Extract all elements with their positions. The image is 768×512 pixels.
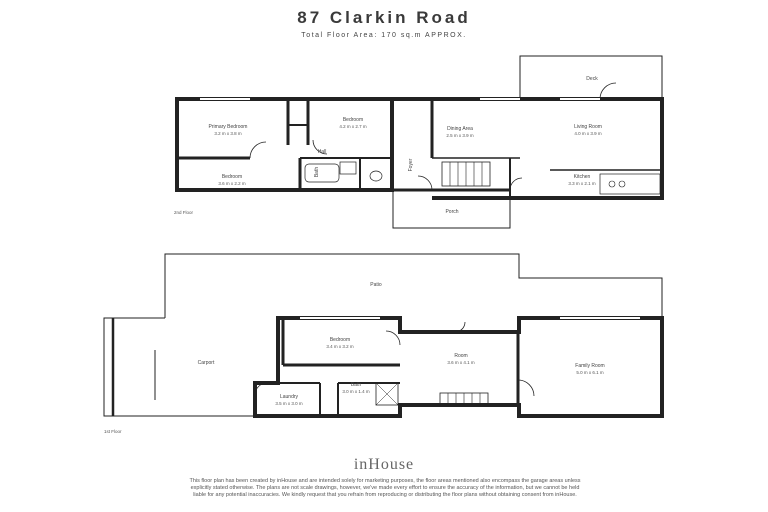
upper-east-block [432,97,664,200]
lower-bedroom-label: Bedroom [330,337,350,343]
bedroom-label: Bedroom [343,117,363,123]
page-title: 87 Clarkin Road [297,8,471,27]
bedroom-2-size: 3.6 m x 2.2 m [218,181,246,186]
lower-bath-size: 3.0 m x 1.4 m [342,389,370,394]
bath-label: Bath [314,167,320,178]
upper-floor-plan [175,55,664,229]
bedroom-2-label: Bedroom [222,174,242,180]
kitchen-size: 3.3 m x 2.1 m [568,181,596,186]
lower-floor-plan [103,253,664,418]
living-room-size: 4.0 m x 3.9 m [574,131,602,136]
upper-floor-label: 2nd Floor [174,210,194,215]
primary-bedroom-size: 3.2 m x 3.8 m [214,131,242,136]
room-size: 3.6 m x 4.1 m [447,360,475,365]
deck-label: Deck [586,76,598,82]
lower-bedroom-size: 3.4 m x 3.2 m [326,344,354,349]
disclaimer-text: This floor plan has been created by inHo… [189,478,581,498]
family-room-size: 5.0 m x 6.1 m [576,370,604,375]
lower-floor-label: 1st Floor [104,429,122,434]
family-room-label: Family Room [575,363,604,369]
laundry-size: 3.5 m x 3.0 m [275,401,303,406]
porch-label: Porch [445,209,458,215]
room-label: Room [454,353,467,359]
brand-logo: inHouse [353,456,415,473]
carport-outline [103,317,255,417]
primary-bedroom-label: Primary Bedroom [209,124,248,130]
bedroom-size: 4.2 m x 2.7 m [339,124,367,129]
total-floor-area: Total Floor Area: 170 sq.m APPROX. [301,32,467,39]
laundry-label: Laundry [280,394,299,400]
patio-label: Patio [370,282,382,288]
dining-area-size: 2.5 m x 3.9 m [446,133,474,138]
foyer-label: Foyer [408,158,414,171]
kitchen-label: Kitchen [574,174,591,180]
hall-label: Hall [318,149,327,155]
dining-area-label: Dining Area [447,126,473,132]
lower-bath-label: Bath [351,382,362,388]
patio-outline [164,253,663,318]
living-room-label: Living Room [574,124,602,130]
carport-label: Carport [198,360,215,366]
